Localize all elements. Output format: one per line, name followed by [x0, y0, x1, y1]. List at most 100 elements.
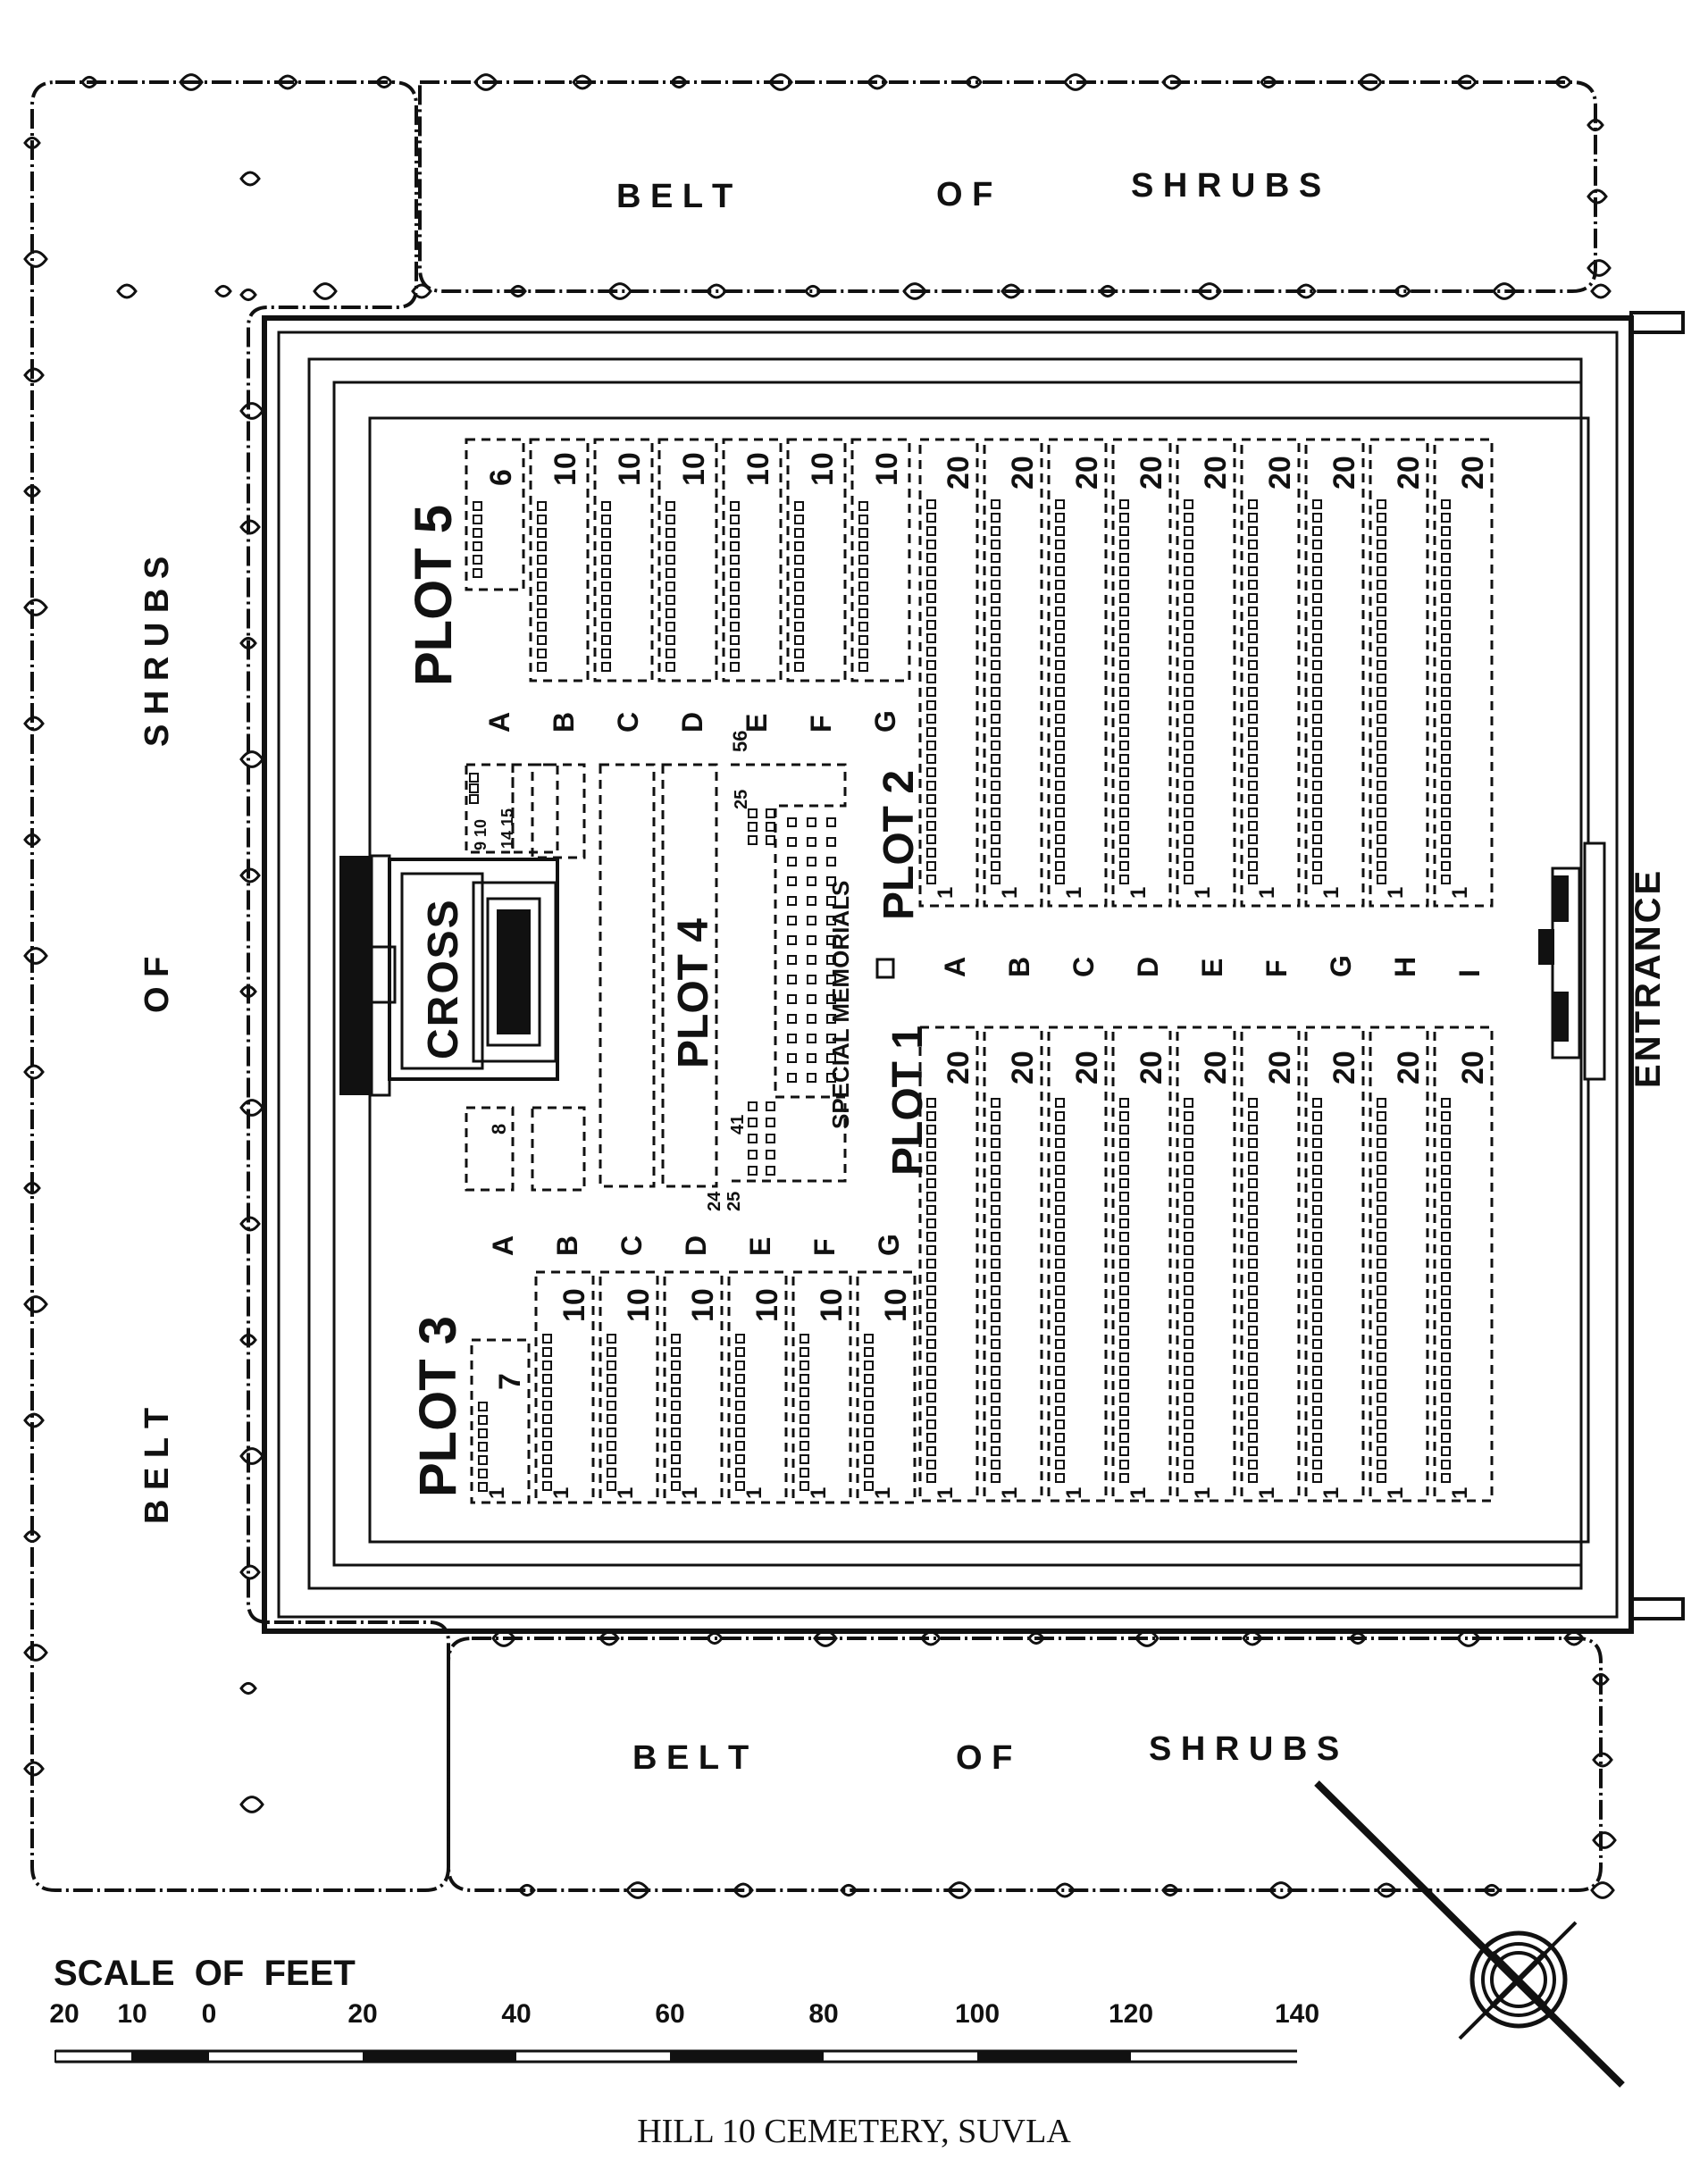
grave-marker [1377, 1352, 1386, 1362]
grave-marker [826, 817, 836, 827]
grave-marker [1377, 700, 1386, 710]
grave-marker [1312, 794, 1322, 804]
grave-marker [1441, 513, 1451, 523]
grave-marker [1441, 580, 1451, 590]
grave-marker [926, 674, 936, 683]
grave-marker [1377, 1151, 1386, 1161]
grave-marker [730, 635, 740, 645]
grave-marker [1441, 1299, 1451, 1309]
grave-marker [478, 1442, 488, 1452]
grave-marker [730, 541, 740, 551]
grave-marker [537, 595, 547, 605]
grave-marker [537, 515, 547, 524]
plot2-row-c [1047, 438, 1108, 908]
grave-marker [1055, 633, 1065, 643]
grave-marker [826, 1014, 836, 1024]
shrub-leaf-icon [1587, 118, 1604, 132]
grave-marker [601, 501, 611, 511]
grave-marker [926, 1259, 936, 1269]
grave-marker [1248, 1339, 1258, 1349]
shrub-leaf-icon [1054, 1882, 1076, 1898]
grave-marker [1312, 1192, 1322, 1202]
grave-marker [926, 1326, 936, 1336]
grave-marker [1377, 1259, 1386, 1269]
grave-marker [991, 1339, 1001, 1349]
plot5-row-count: 10 [741, 452, 775, 486]
grave-marker [1441, 1366, 1451, 1376]
shrub-leaf-icon [23, 1761, 45, 1777]
grave-marker [607, 1401, 616, 1411]
grave-marker [991, 1299, 1001, 1309]
grave-marker [1184, 1312, 1193, 1322]
plot2-row-start: 1 [1319, 887, 1344, 899]
shrub-leaf-icon [23, 716, 45, 732]
grave-marker [1119, 1192, 1129, 1202]
grave-marker [926, 714, 936, 724]
plot1-row-start: 1 [1191, 1487, 1215, 1499]
shrub-leaf-icon [1592, 1831, 1617, 1849]
shrub-leaf-icon [706, 283, 727, 299]
plot5-row-letter: D [676, 712, 708, 733]
plot2-row-f [1240, 438, 1301, 908]
grave-marker [1055, 1165, 1065, 1175]
grave-marker [537, 541, 547, 551]
row-letter: C [1068, 957, 1100, 977]
grave-marker [735, 1401, 745, 1411]
grave-marker [1184, 553, 1193, 563]
grave-marker [787, 876, 797, 886]
grave-marker [735, 1441, 745, 1451]
grave-marker [671, 1374, 681, 1384]
plot5-row-f [786, 438, 847, 682]
grave-marker [864, 1428, 874, 1437]
grave-marker [1184, 1259, 1193, 1269]
plot1-row-f [1240, 1026, 1301, 1503]
grave-marker [1248, 674, 1258, 683]
plot1-marker [875, 958, 895, 979]
grave-marker [926, 1473, 936, 1483]
grave-marker [1119, 1379, 1129, 1389]
grave-marker [1248, 660, 1258, 670]
grave-marker [807, 837, 816, 847]
plot2-row-a [918, 438, 979, 908]
grave-marker [1377, 727, 1386, 737]
grave-marker [1248, 1285, 1258, 1295]
grave-marker [1119, 1178, 1129, 1188]
grave-marker [537, 622, 547, 632]
shrub-leaf-icon [23, 250, 48, 268]
grave-marker [800, 1387, 809, 1397]
grave-marker [1312, 674, 1322, 683]
grave-marker [1184, 1205, 1193, 1215]
grave-marker [735, 1454, 745, 1464]
grave-marker [926, 754, 936, 764]
plot1-row-start: 1 [1319, 1487, 1344, 1499]
grave-marker [1377, 674, 1386, 683]
grave-marker [1377, 1366, 1386, 1376]
grave-marker [1248, 513, 1258, 523]
plot4-label-e-upper-2: 25 [732, 790, 751, 809]
grave-marker [1119, 808, 1129, 817]
grave-marker [1377, 1299, 1386, 1309]
grave-marker [607, 1387, 616, 1397]
grave-marker [1377, 834, 1386, 844]
grave-marker [1119, 647, 1129, 657]
plot4-label-e-lower-1: 24 [705, 1191, 724, 1211]
plot1-row-i [1433, 1026, 1494, 1503]
grave-marker [1119, 794, 1129, 804]
grave-marker [735, 1387, 745, 1397]
shrub-leaf-icon [80, 75, 98, 89]
grave-marker [926, 700, 936, 710]
plot2-row-end: 20 [1456, 456, 1490, 490]
grave-marker [1441, 714, 1451, 724]
grave-marker [1055, 1326, 1065, 1336]
grave-marker [858, 568, 868, 578]
grave-marker [1184, 781, 1193, 791]
plot2-row-start: 1 [1062, 887, 1086, 899]
grave-marker [1377, 540, 1386, 549]
grave-marker [807, 1034, 816, 1043]
grave-marker [794, 515, 804, 524]
scale-tick-label: 10 [117, 1999, 147, 2029]
grave-marker [1441, 1245, 1451, 1255]
grave-marker [1441, 1178, 1451, 1188]
grave-marker [766, 1101, 775, 1111]
